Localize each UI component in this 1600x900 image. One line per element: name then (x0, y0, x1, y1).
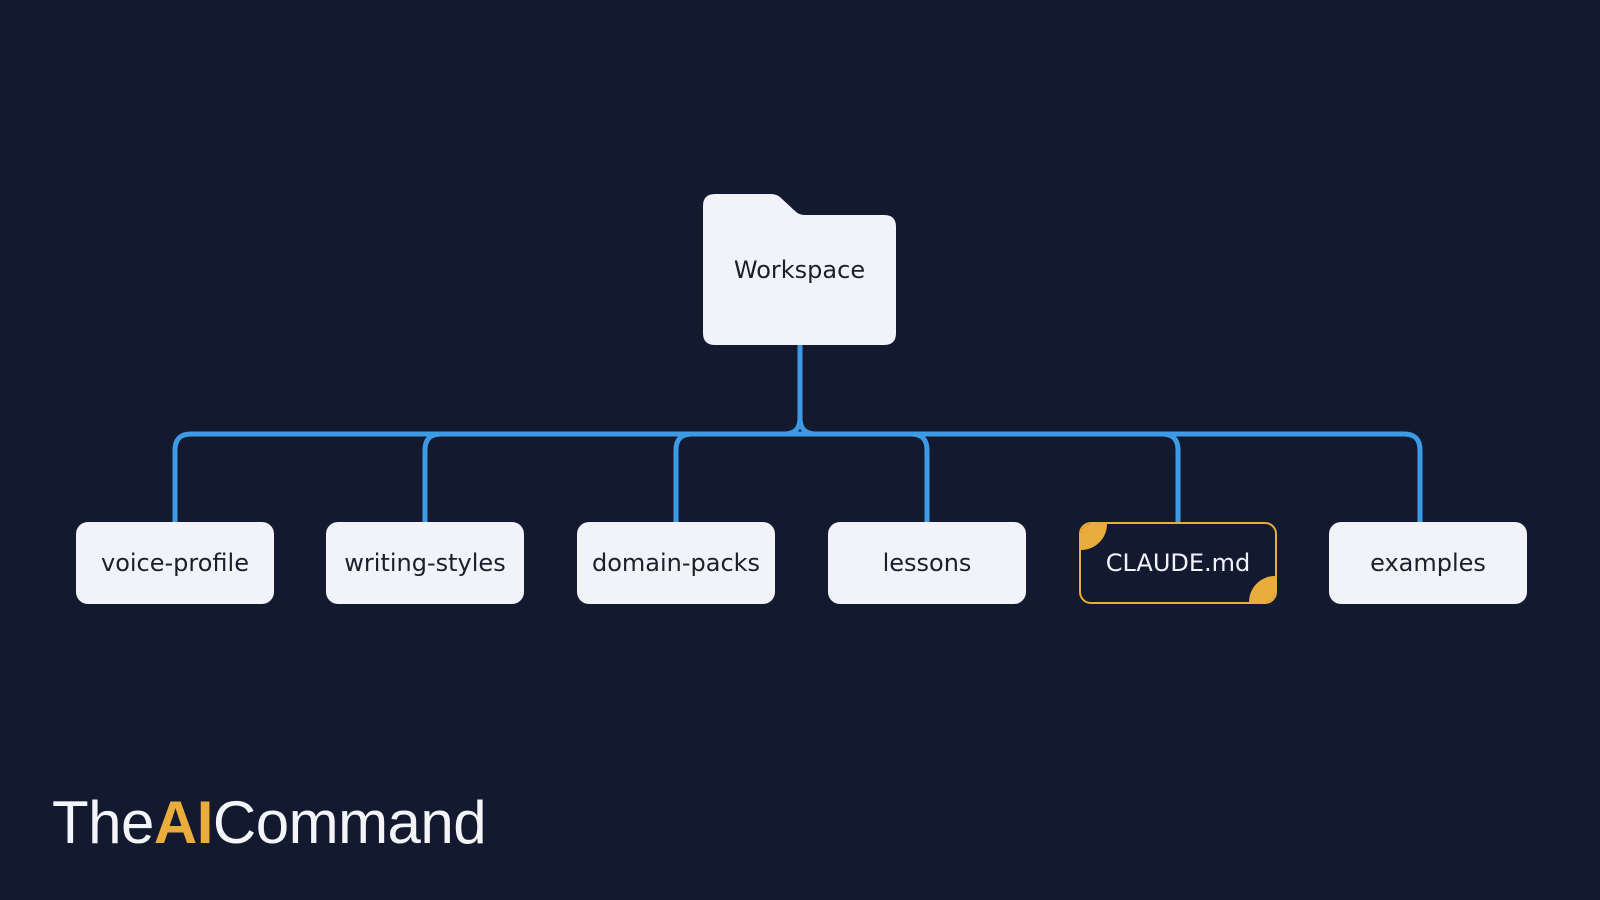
node-domain-packs[interactable]: domain-packs (577, 522, 775, 604)
branch-examples (1403, 431, 1423, 522)
node-lessons[interactable]: lessons (828, 522, 1026, 604)
node-claude-md[interactable]: CLAUDE.md (1079, 522, 1277, 604)
corner-accent-bottom-right (1249, 576, 1275, 602)
workspace-folder[interactable]: Workspace (703, 194, 896, 345)
branch-writing-styles (422, 431, 442, 522)
workspace-label: Workspace (733, 256, 866, 284)
root-connector (781, 342, 819, 437)
corner-accent-top-left (1081, 524, 1107, 550)
branch-domain-packs (673, 431, 693, 522)
folder-icon (703, 194, 896, 345)
branch-voice-profile (172, 431, 192, 522)
brand-logo: TheAICommand (52, 788, 487, 857)
brand-prefix: The (52, 789, 154, 856)
brand-suffix: Command (212, 789, 487, 856)
node-claude-md-label: CLAUDE.md (1105, 549, 1251, 577)
brand-accent: AI (153, 789, 214, 856)
branch-lessons (910, 431, 930, 522)
node-examples[interactable]: examples (1329, 522, 1527, 604)
branch-claude-md (1161, 431, 1181, 522)
node-writing-styles[interactable]: writing-styles (326, 522, 524, 604)
node-voice-profile[interactable]: voice-profile (76, 522, 274, 604)
